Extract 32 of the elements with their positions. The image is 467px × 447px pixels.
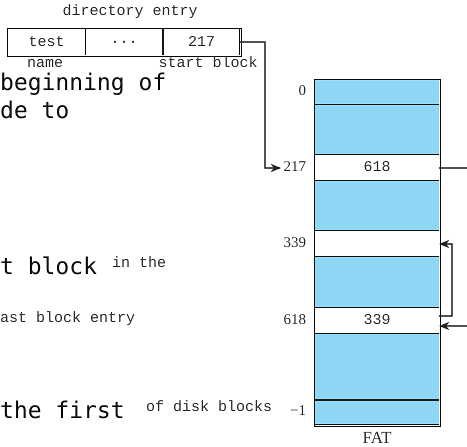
- block-number: −1: [290, 404, 306, 419]
- fat-entry-row: [315, 400, 439, 425]
- text-fragment: of disk blocks: [146, 400, 272, 415]
- cell-value: 618: [363, 159, 390, 176]
- arrow: [438, 240, 453, 317]
- block-number: 0: [298, 84, 306, 99]
- text-fragment: de to: [0, 98, 70, 124]
- text-fragment: beginning of: [0, 70, 166, 96]
- cell-value: 217: [188, 34, 215, 50]
- table-caption: FAT: [362, 429, 392, 446]
- field-label: start block: [158, 56, 258, 71]
- block-number: 217: [284, 160, 306, 175]
- fat-entry-row: [315, 308, 439, 334]
- cell-value: ···: [110, 34, 138, 50]
- arrow: [240, 41, 282, 172]
- fat-entry-row: [315, 231, 439, 257]
- block-number: 618: [284, 313, 306, 328]
- fat-entry-row: [315, 155, 439, 181]
- field-label: name: [27, 56, 63, 71]
- arrow: [438, 322, 467, 330]
- cell-value: 339: [363, 312, 390, 329]
- text-fragment: t block: [0, 254, 97, 280]
- fat-table: [315, 80, 439, 425]
- cell-value: test: [28, 34, 64, 50]
- connector-line: [439, 167, 467, 169]
- directory-entry-table: [8, 29, 240, 55]
- text-fragment: in the: [112, 256, 166, 271]
- text-fragment: the first: [0, 398, 125, 424]
- table-cell: [163, 29, 240, 55]
- text-fragment: ast block entry: [0, 311, 136, 326]
- table-heading: directory entry: [62, 4, 198, 19]
- block-number: 339: [284, 236, 306, 251]
